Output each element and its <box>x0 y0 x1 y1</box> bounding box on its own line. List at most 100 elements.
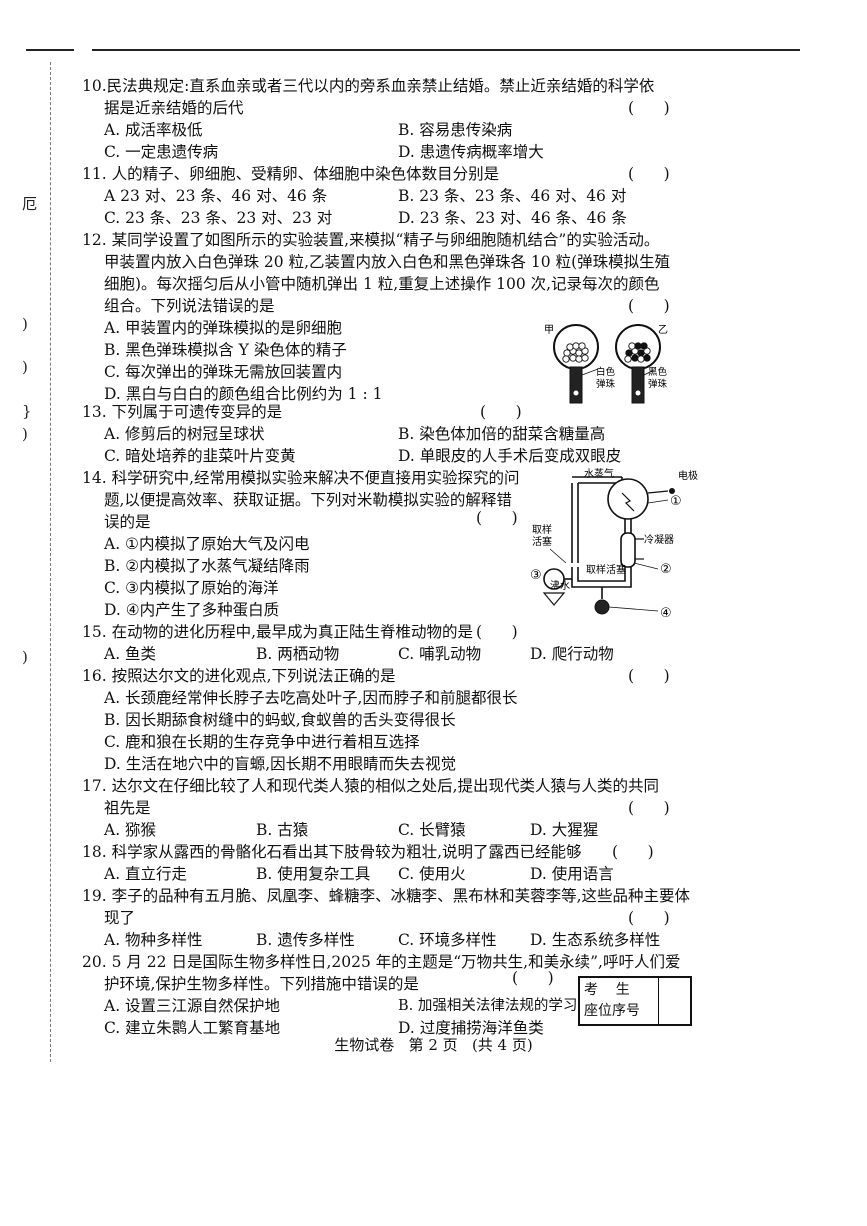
q13-option-b: B. 染色体加倍的甜菜含糖量高 <box>398 425 606 443</box>
q13-option-a: A. 修剪后的树冠呈球状 <box>104 425 265 443</box>
margin-mark: 厄 <box>22 195 38 213</box>
sample-valve-label-1b: 活塞 <box>532 535 552 548</box>
yi-label: 乙 <box>658 324 668 336</box>
q20-stem-line1: 20. 5 月 22 日是国际生物多样性日,2025 年的主题是“万物共生,和美… <box>82 953 681 971</box>
q12-option-a: A. 甲装置内的弹珠模拟的是卵细胞 <box>104 319 343 337</box>
q15-option-c: C. 哺乳动物 <box>398 645 482 663</box>
q11-option-d: D. 23 条、23 对、46 条、46 条 <box>398 209 627 227</box>
jia-tube <box>569 366 583 404</box>
top-rule-main <box>92 49 800 51</box>
q16-option-d: D. 生活在地穴中的盲螈,因长期不用眼睛而失去视觉 <box>104 755 457 773</box>
seat-label-row2: 座位序号 <box>584 1003 640 1019</box>
q17-option-c: C. 长臂猿 <box>398 821 466 839</box>
q12-option-c: C. 每次弹出的弹珠无需放回装置内 <box>104 363 343 381</box>
seat-number-box: 考 生 座位序号 <box>578 976 692 1026</box>
condenser <box>620 532 636 568</box>
top-rule-left <box>26 49 74 51</box>
q14-stem-line3: 误的是 <box>104 513 151 531</box>
q15-answer-blank[interactable]: ( ) <box>476 623 518 641</box>
margin-mark: } <box>22 402 32 420</box>
q19-option-a: A. 物种多样性 <box>104 931 203 949</box>
q11-option-a: A 23 对、23 条、46 对、46 条 <box>104 187 328 205</box>
q19-stem-line2: 现了 <box>104 909 136 927</box>
label-1: ① <box>670 494 682 509</box>
q14-option-a: A. ①内模拟了原始大气及闪电 <box>104 535 310 553</box>
q13-option-c: C. 暗处培养的韭菜叶片变黄 <box>104 447 296 465</box>
q20-stem-line2: 护环境,保护生物多样性。下列措施中错误的是 <box>104 975 419 993</box>
q16-option-a: A. 长颈鹿经常伸长脖子去吃高处叶子,因而脖子和前腿都很长 <box>104 689 518 707</box>
sample-valve-label-2: 取样活塞 <box>586 563 626 576</box>
q11-stem: 11. 人的精子、卵细胞、受精卵、体细胞中染色体数目分别是 <box>82 165 500 183</box>
q18-option-d: D. 使用语言 <box>530 865 614 883</box>
q13-answer-blank[interactable]: ( ) <box>480 403 522 421</box>
q18-option-a: A. 直立行走 <box>104 865 188 883</box>
boiling-water-label: 沸水 <box>550 579 570 592</box>
q17-option-a: A. 猕猴 <box>104 821 157 839</box>
q10-answer-blank[interactable]: ( ) <box>628 99 670 117</box>
q12-stem-line1: 12. 某同学设置了如图所示的实验装置,来模拟“精子与卵细胞随机结合”的实验活动… <box>82 231 660 249</box>
q14-stem-line2: 题,以便提高效率、获取证据。下列对米勒模拟实验的解释错 <box>104 491 512 509</box>
q12-stem-line2: 甲装置内放入白色弹珠 20 粒,乙装置内放入白色和黑色弹珠各 10 粒(弹珠模拟… <box>104 253 671 271</box>
q10-option-d: D. 患遗传病概率增大 <box>398 143 544 161</box>
binding-margin-line <box>50 62 52 1062</box>
q20-option-b: B. 加强相关法律法规的学习 <box>398 998 578 1014</box>
q14-option-b: B. ②内模拟了水蒸气凝结降雨 <box>104 557 310 575</box>
q14-miller-experiment-figure: 电极 ① 水蒸气 冷凝器 ② 取样活塞 取样 活塞 沸水 ③ ④ <box>530 467 698 621</box>
q13-option-d: D. 单眼皮的人手术后变成双眼皮 <box>398 447 622 465</box>
q14-option-d: D. ④内产生了多种蛋白质 <box>104 601 280 619</box>
q18-option-c: C. 使用火 <box>398 865 466 883</box>
q17-option-b: B. 古猿 <box>256 821 309 839</box>
q12-stem-line4: 组合。下列说法错误的是 <box>104 297 275 315</box>
black-marble-label-2: 弹珠 <box>648 378 668 390</box>
q10-option-a: A. 成活率极低 <box>104 121 203 139</box>
jia-white-marbles <box>562 342 589 363</box>
jia-label: 甲 <box>544 325 554 336</box>
q19-answer-blank[interactable]: ( ) <box>628 909 670 927</box>
q16-answer-blank[interactable]: ( ) <box>628 667 670 685</box>
margin-mark: ) <box>22 425 28 443</box>
margin-mark: ) <box>22 358 28 376</box>
white-marble-label-1: 白色 <box>596 366 616 378</box>
black-marble-label-1: 黑色 <box>648 366 668 378</box>
circulation-tube <box>571 476 623 563</box>
q17-answer-blank[interactable]: ( ) <box>628 799 670 817</box>
q18-stem: 18. 科学家从露西的骨骼化石看出其下肢骨较为粗壮,说明了露西已经能够 <box>82 843 582 861</box>
q19-option-c: C. 环境多样性 <box>398 931 497 949</box>
steam-label: 水蒸气 <box>584 467 614 480</box>
yi-tube <box>631 366 645 404</box>
q20-option-a: A. 设置三江源自然保护地 <box>104 997 281 1015</box>
yi-mixed-marbles <box>624 342 651 363</box>
q15-option-a: A. 鱼类 <box>104 645 157 663</box>
q19-option-d: D. 生态系统多样性 <box>530 931 661 949</box>
q12-marble-apparatus-figure: 甲 乙 白色 弹珠 黑色 弹珠 <box>544 324 668 404</box>
q12-option-b: B. 黑色弹珠模拟含 Y 染色体的精子 <box>104 341 347 359</box>
white-marble-label-2: 弹珠 <box>596 378 616 390</box>
q11-option-b: B. 23 条、23 条、46 对、46 对 <box>398 187 627 205</box>
q20-answer-blank[interactable]: ( ) <box>512 969 554 987</box>
label-4: ④ <box>660 606 672 621</box>
q20-option-d: D. 过度捕捞海洋鱼类 <box>398 1019 544 1037</box>
q14-option-c: C. ③内模拟了原始的海洋 <box>104 579 279 597</box>
label-2: ② <box>660 562 672 577</box>
page-footer: 生物试卷 第 2 页 (共 4 页) <box>334 1036 533 1054</box>
q14-answer-blank[interactable]: ( ) <box>476 509 518 527</box>
q11-answer-blank[interactable]: ( ) <box>628 165 670 183</box>
q17-stem-line1: 17. 达尔文在仔细比较了人和现代类人猿的相似之处后,提出现代类人猿与人类的共同 <box>82 777 660 795</box>
q18-answer-blank[interactable]: ( ) <box>612 843 654 861</box>
q16-stem: 16. 按照达尔文的进化观点,下列说法正确的是 <box>82 667 396 685</box>
q15-option-b: B. 两栖动物 <box>256 645 340 663</box>
q17-option-d: D. 大猩猩 <box>530 821 599 839</box>
condenser-label: 冷凝器 <box>644 533 674 546</box>
q12-stem-line3: 细胞)。每次摇匀后从小管中随机弹出 1 粒,重复上述操作 100 次,记录每次的… <box>104 275 660 293</box>
q12-answer-blank[interactable]: ( ) <box>628 297 670 315</box>
q16-option-c: C. 鹿和狼在长期的生存竞争中进行着相互选择 <box>104 733 420 751</box>
q19-stem-line1: 19. 李子的品种有五月脆、凤凰李、蜂糖李、冰糖李、黑布林和芙蓉李等,这些品种主… <box>82 887 691 905</box>
q15-option-d: D. 爬行动物 <box>530 645 614 663</box>
sample-valve-label-1a: 取样 <box>532 523 552 536</box>
q19-option-b: B. 遗传多样性 <box>256 931 355 949</box>
seat-number-label-cell: 考 生 座位序号 <box>580 978 659 1024</box>
q10-option-b: B. 容易患传染病 <box>398 121 513 139</box>
q15-stem: 15. 在动物的进化历程中,最早成为真正陆生脊椎动物的是 <box>82 623 474 641</box>
collector-flask <box>594 599 610 615</box>
